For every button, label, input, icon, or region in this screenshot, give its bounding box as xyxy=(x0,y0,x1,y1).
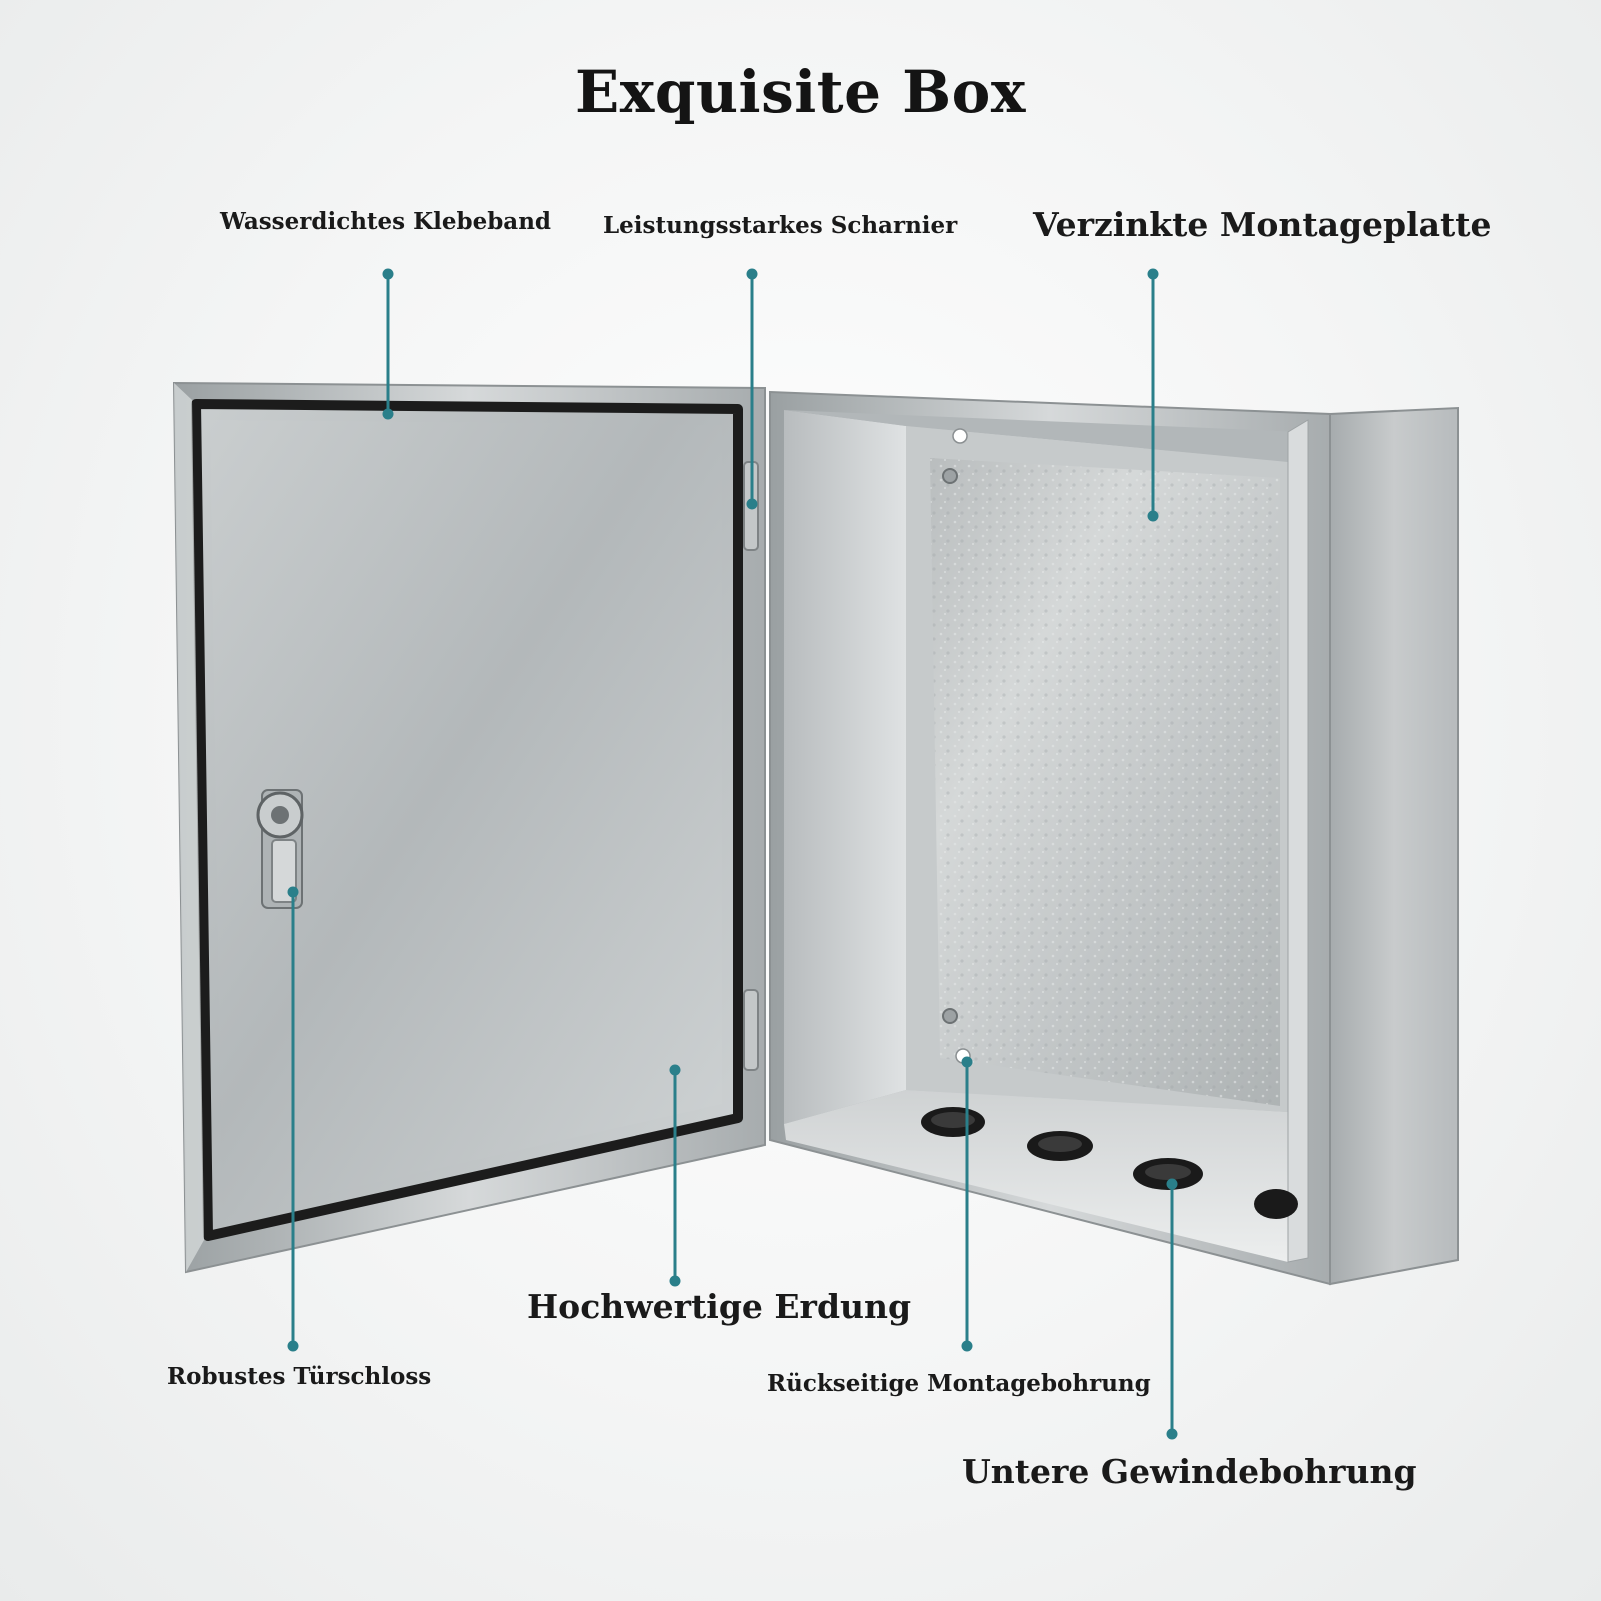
door xyxy=(172,381,766,1274)
galvanized-mounting-plate xyxy=(930,458,1280,1106)
leader-lines xyxy=(287,268,1178,1440)
label-mounting-plate: Verzinkte Montageplatte xyxy=(1033,205,1492,244)
label-hinge: Leistungsstarkes Scharnier xyxy=(603,212,958,239)
cable-glands xyxy=(921,1107,1298,1219)
door-lock xyxy=(256,789,304,909)
page-title: Exquisite Box xyxy=(575,58,1026,126)
label-waterproof-tape: Wasserdichtes Klebeband xyxy=(220,208,552,235)
enclosure-body xyxy=(769,390,1459,1286)
label-bottom-thread-hole: Untere Gewindebohrung xyxy=(962,1452,1417,1491)
door-gasket xyxy=(191,399,743,1241)
label-door-lock: Robustes Türschloss xyxy=(167,1363,432,1390)
label-rear-mounting-hole: Rückseitige Montagebohrung xyxy=(767,1370,1151,1397)
label-grounding: Hochwertige Erdung xyxy=(527,1287,912,1326)
